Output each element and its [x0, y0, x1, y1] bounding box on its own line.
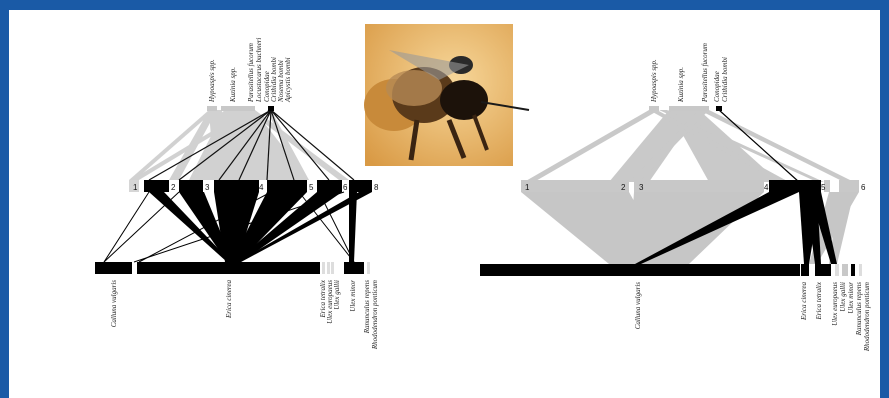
plant-label: Ulex minor: [349, 280, 357, 312]
bee-label: 2: [621, 183, 626, 192]
slide: 1 2 3 4 5 6 8 Hypoaspis spp. Kuzinia spp…: [9, 10, 880, 398]
parasite-label: Hypoaspis spp.: [650, 59, 658, 103]
bee-label: 4: [764, 183, 769, 192]
bee-label: 5: [821, 183, 826, 192]
plant-label: Erica cinerea: [225, 280, 233, 320]
plant-label: Calluna vulgaris: [110, 280, 118, 328]
bee-label: 3: [205, 183, 210, 192]
parasite-label: Kuzinia spp.: [677, 67, 685, 103]
left-grey-links: [129, 110, 349, 180]
left-plant-labels: Calluna vulgaris Erica cinerea Erica tet…: [110, 279, 379, 350]
bee-label: 1: [525, 183, 530, 192]
bee-label: 4: [259, 183, 264, 192]
bee-label: 2: [171, 183, 176, 192]
plant-label: Ranunculus repens: [855, 282, 863, 336]
right-parasite-labels: Hypoaspis spp. Kuzinia spp. Parasitellus…: [650, 43, 729, 103]
left-network: 1 2 3 4 5 6 8 Hypoaspis spp. Kuzinia spp…: [95, 38, 379, 351]
right-grey-links: [524, 110, 854, 182]
bee-label: 3: [639, 183, 644, 192]
bee-label: 8: [374, 183, 379, 192]
parasite-label: Locustacarus buchneri: [255, 38, 263, 103]
bee-label: 1: [133, 183, 138, 192]
plant-label: Ulex europaeus: [831, 282, 839, 326]
plant-label: Erica cinerea: [800, 282, 808, 322]
right-bee-bars: [521, 180, 859, 192]
bee-label: 6: [343, 183, 348, 192]
plant-label: Rhododendron ponticum: [371, 280, 379, 350]
plant-label: Ulex gallii: [839, 282, 847, 312]
diagram-canvas: 1 2 3 4 5 6 8 Hypoaspis spp. Kuzinia spp…: [9, 10, 880, 398]
right-plant-bars: [480, 264, 862, 276]
right-plant-labels: Calluna vulgaris Erica cinerea Erica tet…: [634, 281, 871, 352]
plant-label: Calluna vulgaris: [634, 282, 642, 330]
plant-label: Ulex minor: [847, 282, 855, 314]
plant-label: Ulex gallii: [333, 280, 341, 310]
bee-photo: [364, 24, 529, 166]
parasite-label: Conopidae: [713, 71, 721, 102]
parasite-label: Kuzinia spp.: [229, 67, 237, 103]
left-bee-bars: [129, 180, 372, 192]
left-parasite-labels: Hypoaspis spp. Kuzinia spp. Parasitellus…: [208, 38, 292, 103]
plant-label: Erica tetralix: [815, 281, 823, 320]
parasite-label: Hypoaspis spp.: [208, 59, 216, 103]
plant-label: Ranunculus repens: [363, 280, 371, 334]
right-network: 1 2 3 4 5 6 Hypoaspis spp. Kuzinia spp. …: [480, 43, 871, 352]
bee-label: 6: [861, 183, 866, 192]
bee-label: 5: [309, 183, 314, 192]
plant-label: Rhododendron ponticum: [863, 282, 871, 352]
parasite-label: Parasitellus fucorum: [247, 43, 255, 103]
parasite-label: Apicystis bombi: [284, 57, 292, 103]
parasite-label: Parasitellus fucorum: [701, 43, 709, 103]
parasite-label: Crithidia bombi: [721, 57, 729, 102]
left-pollination-links: [149, 192, 372, 262]
left-plant-bars: [95, 262, 370, 274]
